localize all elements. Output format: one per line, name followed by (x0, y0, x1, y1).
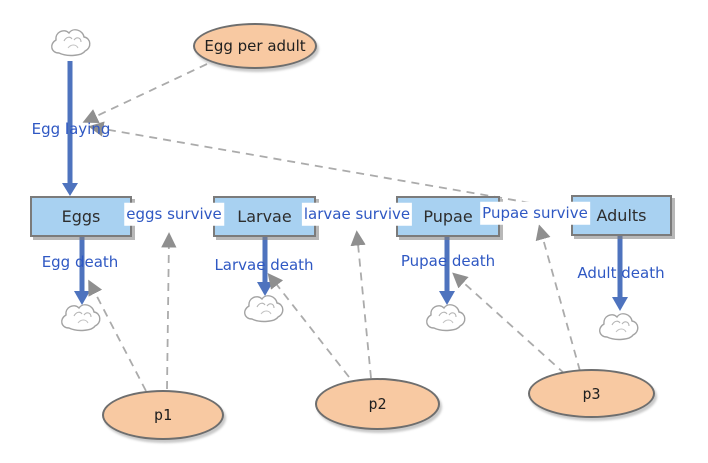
stock-adults[interactable]: Adults (571, 195, 672, 236)
flow-label-eggs-survive[interactable]: eggs survive (124, 202, 224, 226)
adult-death-arrowhead (612, 297, 628, 311)
connector-p3-to-pupaedeath (452, 272, 566, 375)
flow-pipes (67, 61, 623, 297)
parameter-egg-per-adult[interactable]: Egg per adult (193, 23, 317, 69)
sink-cloud-adult-death (599, 313, 639, 341)
connector-p1-to-eggdeath (88, 279, 147, 392)
flow-label-larvae-death[interactable]: Larvae death (214, 255, 314, 274)
sink-cloud-pupae-death (426, 304, 466, 332)
flow-label-egg-death[interactable]: Egg death (41, 252, 119, 271)
connector-p1-to-eggssurvive (161, 232, 177, 390)
pupae-death-arrowhead (439, 291, 455, 305)
flow-label-pupae-survive[interactable]: Pupae survive (480, 201, 590, 225)
flow-label-adult-death[interactable]: Adult death (577, 263, 665, 282)
parameter-p2[interactable]: p2 (315, 378, 440, 430)
sink-cloud-egg-death (61, 304, 101, 332)
connector-p2-to-larvaesurvive (350, 230, 372, 379)
source-cloud-egg-laying (51, 29, 91, 57)
influence-connectors (82, 63, 581, 392)
larvae-death-arrowhead (257, 282, 273, 296)
parameter-p1[interactable]: p1 (102, 390, 224, 440)
connector-eggperadult-to-egglaying (82, 63, 208, 124)
connector-p2-to-larvaedeath (267, 272, 350, 378)
sink-cloud-larvae-death (244, 295, 284, 323)
stock-larvae[interactable]: Larvae (213, 196, 316, 237)
flow-label-egg-laying[interactable]: Egg laying (31, 119, 111, 138)
egg-death-arrowhead (74, 291, 90, 305)
flow-label-pupae-death[interactable]: Pupae death (400, 251, 496, 270)
connector-p3-to-pupaesurvive (535, 224, 581, 372)
stock-eggs[interactable]: Eggs (30, 196, 132, 237)
flow-label-larvae-survive[interactable]: larvae survive (301, 202, 413, 226)
parameter-p3[interactable]: p3 (528, 369, 655, 418)
connector-adults-to-egglaying (88, 121, 572, 211)
egg-laying-arrowhead (62, 183, 78, 196)
